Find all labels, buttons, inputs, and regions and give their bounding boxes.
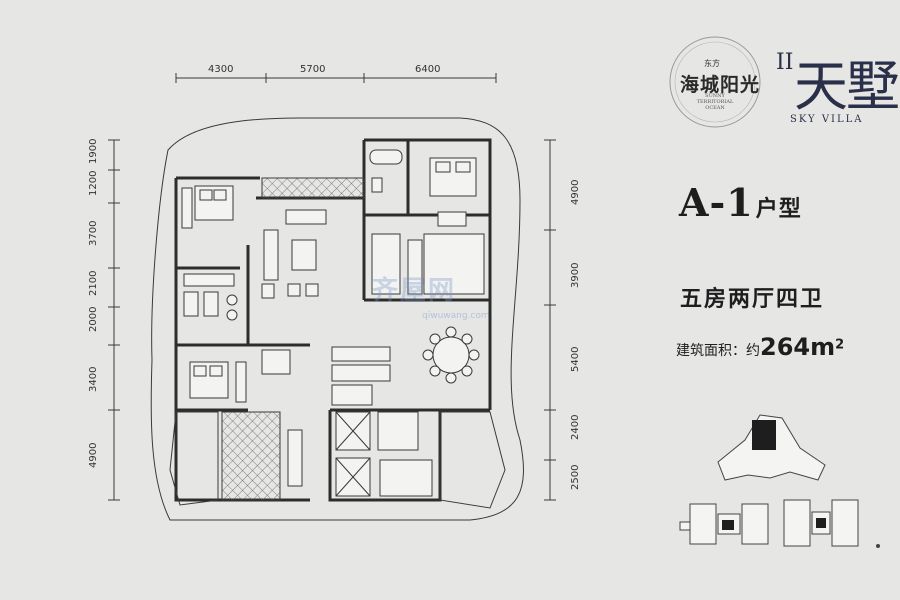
dim-top-1: 4300 — [208, 64, 233, 75]
watermark-text: 齐屋网 — [372, 276, 457, 306]
dimension-ticks-left — [108, 139, 120, 501]
dimension-labels-left: 1900 1200 3700 2100 2000 3400 4900 — [88, 139, 99, 468]
dim-right-4: 2400 — [570, 415, 581, 440]
key-plan-building — [717, 414, 826, 481]
unit-layout: 五房两厅四卫 — [680, 287, 825, 312]
master-bedroom-furniture — [369, 149, 485, 295]
area-unit: m — [810, 333, 836, 361]
area-value: 264 — [760, 333, 811, 361]
dimension-ticks-right — [544, 139, 556, 501]
dim-left-2: 1200 — [88, 171, 99, 196]
dim-left-6: 3400 — [88, 367, 99, 392]
brand-name: 海城阳光 — [680, 74, 761, 96]
bedroom-2-furniture — [189, 361, 247, 403]
dining-table — [422, 326, 480, 384]
wardrobe — [371, 233, 423, 295]
dim-right-1: 4900 — [570, 180, 581, 205]
key-plan-left-tower — [679, 503, 769, 545]
series-roman: II — [776, 50, 794, 75]
dim-left-5: 2000 — [88, 307, 99, 332]
dim-top-2: 5700 — [300, 64, 325, 75]
unit-type-suffix: 户型 — [755, 197, 802, 222]
exterior-walls — [174, 138, 492, 502]
unit-type-title: A-1户型 — [679, 180, 802, 225]
brand-name-en: SUNNY TERRITORIAL OCEAN — [696, 93, 734, 111]
area-unit-sup: 2 — [835, 337, 845, 353]
dim-left-4: 2100 — [88, 271, 99, 296]
brand-small-label: 东方 — [704, 59, 720, 68]
dim-left-3: 3700 — [88, 221, 99, 246]
dim-right-5: 2500 — [570, 465, 581, 490]
living-room-furniture — [261, 209, 327, 299]
left-terrace-lines — [169, 411, 219, 506]
dimension-labels-top: 4300 5700 6400 — [208, 64, 440, 75]
brand-logo-emblem — [669, 36, 761, 128]
core-elevators — [287, 411, 433, 497]
kitchen-furniture — [261, 346, 391, 406]
bathroom-fixtures — [183, 273, 238, 321]
dim-right-2: 3900 — [570, 263, 581, 288]
series-en: SKY VILLA — [790, 114, 864, 125]
hatched-corridor — [261, 177, 365, 199]
right-terrace-lines — [439, 411, 506, 509]
bedroom-1-furniture — [181, 185, 234, 229]
series-title: 天墅 — [794, 55, 900, 118]
dim-left-7: 4900 — [88, 443, 99, 468]
dimension-labels-right: 4900 3900 5400 2400 2500 — [570, 180, 581, 490]
hatched-balcony — [221, 411, 281, 501]
key-plan-right-tower — [783, 499, 880, 548]
dim-right-3: 5400 — [570, 347, 581, 372]
dim-left-1: 1900 — [88, 139, 99, 164]
unit-area: 建筑面积：约264m2 — [676, 333, 844, 361]
watermark-url: qiwuwang.com — [422, 311, 490, 321]
terrace-outline — [150, 117, 524, 521]
dim-top-3: 6400 — [415, 64, 440, 75]
dimension-lines — [113, 73, 551, 500]
area-label: 建筑面积：约 — [676, 343, 760, 359]
unit-type-code: A-1 — [679, 180, 754, 225]
